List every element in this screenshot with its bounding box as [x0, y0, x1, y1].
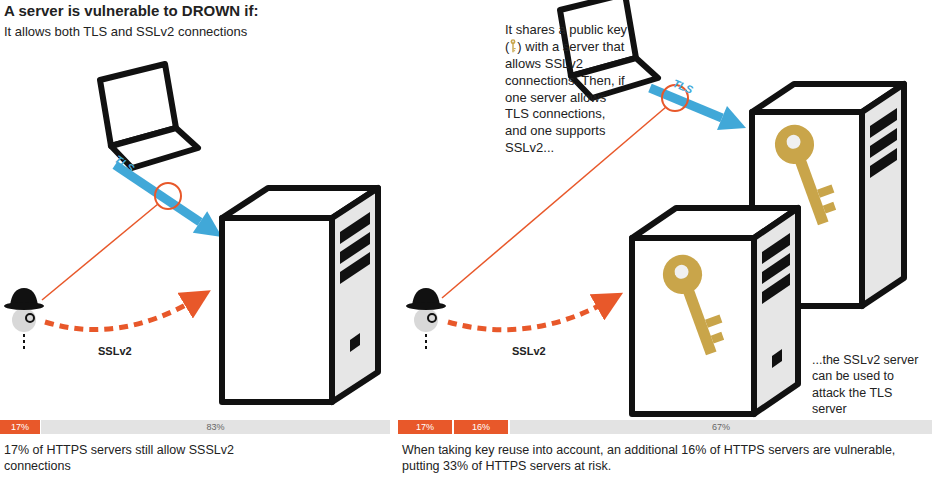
bar-segment: 17% [0, 420, 40, 434]
percent-label: 83% [206, 422, 224, 432]
note: ...the SSLv2 server can be used to attac… [812, 352, 929, 417]
percent-label: 17% [11, 422, 29, 432]
intercept-line [42, 204, 158, 300]
percent-label: 16% [472, 422, 490, 432]
caption: 17% of HTTPS servers still allow SSSLv2 … [4, 442, 294, 475]
server-icon [632, 208, 798, 414]
sslv2-arrow [448, 300, 610, 330]
protocol-label: SSLv2 [512, 344, 546, 358]
laptop-icon [100, 64, 198, 168]
percent-label: 17% [416, 422, 434, 432]
description-text: ) with a server that allows SSLv2 connec… [505, 39, 625, 155]
bar-segment: 16% [454, 420, 508, 434]
server-icon [222, 188, 378, 402]
bar-segment: 83% [41, 420, 390, 434]
key-icon [509, 39, 517, 53]
sslv2-arrow [45, 298, 198, 330]
intercept-circle [155, 183, 181, 209]
protocol-label: SSLv2 [98, 344, 132, 358]
percent-label: 67% [712, 422, 730, 432]
description: It shares a public key () with a server … [505, 22, 630, 157]
attacker-icon [4, 288, 44, 350]
bar-segment: 67% [510, 420, 932, 434]
server-icon [752, 84, 904, 306]
caption: When taking key reuse into account, an a… [402, 442, 922, 475]
bar-segment: 17% [398, 420, 452, 434]
subtitle: It allows both TLS and SSLv2 connections [4, 24, 384, 41]
attacker-icon [406, 288, 446, 350]
title: A server is vulnerable to DROWN if: [4, 1, 259, 21]
